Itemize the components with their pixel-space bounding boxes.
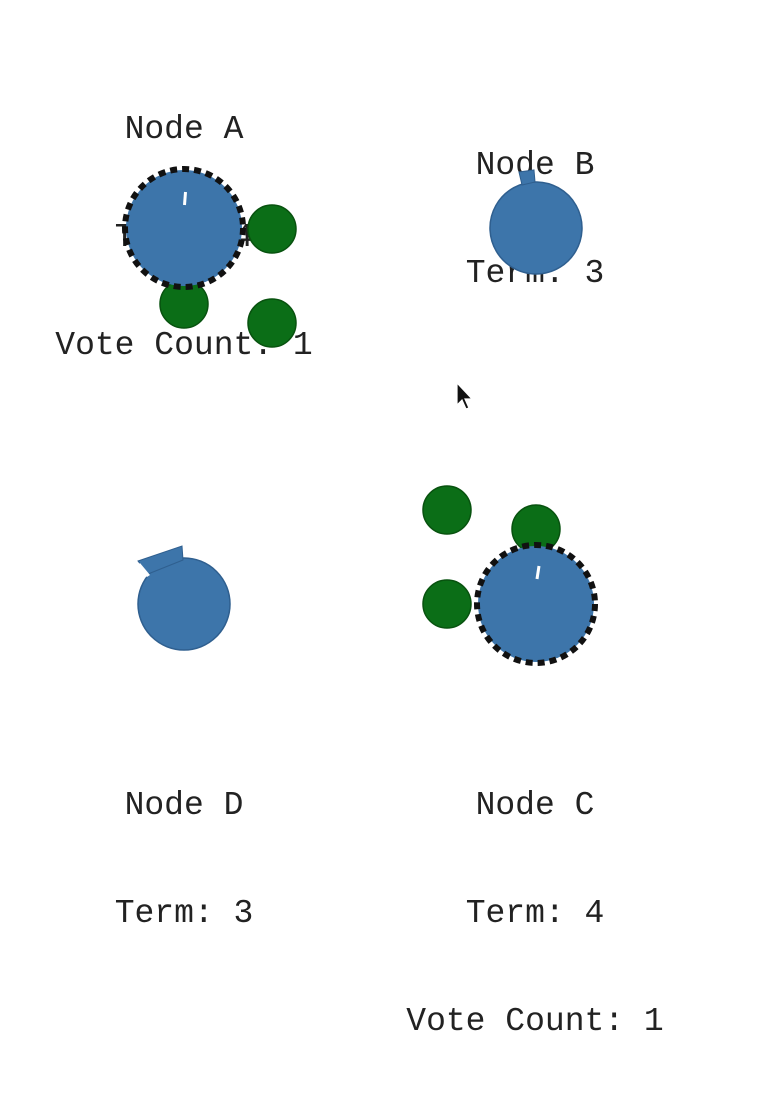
node-d[interactable] xyxy=(137,545,231,651)
cluster-graphics xyxy=(122,166,598,666)
vote-dot xyxy=(422,579,472,629)
node-a[interactable] xyxy=(122,166,246,290)
node-d-term: Term: 3 xyxy=(114,895,254,932)
node-d-name: Node D xyxy=(124,787,244,824)
vote-dot xyxy=(422,485,472,535)
node-c-vote-count: Vote Count: 1 xyxy=(406,1003,664,1040)
node-a-vote-count: Vote Count: 1 xyxy=(55,327,313,364)
candidate-border xyxy=(122,166,246,290)
vote-dot xyxy=(247,204,297,254)
node-c-name: Node C xyxy=(475,787,595,824)
node-b-name: Node B xyxy=(475,147,595,184)
mouse-pointer-icon xyxy=(456,381,474,410)
node-c-term: Term: 4 xyxy=(465,895,605,932)
node-d-timeout-gap xyxy=(137,563,150,577)
vote-dot xyxy=(247,298,297,348)
node-c[interactable] xyxy=(474,542,598,666)
raft-cluster-diagram: Node A Term: 4 Vote Count: 1 Node B Term… xyxy=(55,111,663,1040)
node-a-name: Node A xyxy=(124,111,244,148)
node-a-votes xyxy=(159,204,297,348)
node-b-circle xyxy=(489,181,583,275)
node-a-timer-mark xyxy=(183,191,187,206)
node-c-votes xyxy=(422,485,561,629)
node-c-circle xyxy=(478,546,594,662)
node-d-circle xyxy=(137,557,231,651)
node-c-timer-mark xyxy=(535,565,541,580)
node-a-circle xyxy=(126,170,242,286)
candidate-border xyxy=(474,542,598,666)
node-b[interactable] xyxy=(489,169,583,275)
node-b-timeout-tab xyxy=(518,169,536,186)
